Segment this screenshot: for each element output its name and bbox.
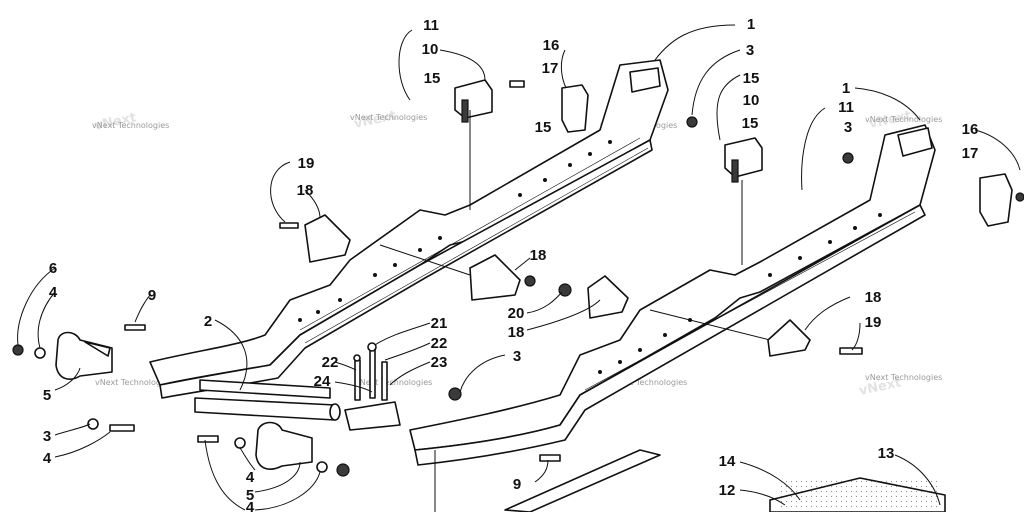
right-slide-rail — [409, 124, 936, 466]
callout-18: 18 — [297, 182, 314, 199]
callout-22: 22 — [431, 335, 448, 352]
callout-18: 18 — [530, 247, 547, 264]
leader-lines — [17, 24, 1021, 512]
callout-12: 12 — [719, 482, 736, 499]
watermark-text: vNext Technologies — [865, 373, 942, 382]
rail-holes — [298, 140, 612, 322]
rail-holes — [598, 213, 882, 374]
callout-3: 3 — [746, 42, 754, 59]
watermark-text: vNext Technologies — [865, 115, 942, 124]
callout-23: 23 — [431, 354, 448, 371]
callout-14: 14 — [719, 453, 736, 470]
left-slide-rail — [149, 59, 669, 399]
callout-19: 19 — [298, 155, 315, 172]
lower-track-parts — [504, 449, 946, 512]
callout-labels: 11 10 15 15 16 17 1 3 15 10 15 1 11 3 16… — [43, 16, 979, 512]
center-clamp-assembly — [344, 342, 401, 431]
callout-18: 18 — [865, 289, 882, 306]
watermark-text: vNext Technologies — [350, 113, 427, 122]
callout-3: 6 — [49, 260, 57, 277]
callout-16: 16 — [543, 37, 560, 54]
callout-22: 22 — [322, 354, 339, 371]
callout-17: 17 — [542, 60, 559, 77]
callout-16: 16 — [962, 121, 979, 138]
callout-15: 15 — [743, 70, 760, 87]
callout-17: 17 — [962, 145, 979, 162]
callout-2: 2 — [204, 313, 212, 330]
bracket-18-group — [304, 214, 811, 357]
callout-6: 4 — [43, 450, 52, 467]
watermark-text: vNext Technologies — [355, 378, 432, 387]
callout-4: 4 — [49, 284, 58, 301]
callout-3: 3 — [844, 119, 852, 136]
callout-10: 10 — [422, 41, 439, 58]
end-block-17a — [561, 84, 589, 133]
callout-3: 3 — [513, 348, 521, 365]
callout-24: 24 — [314, 373, 331, 390]
callout-21: 21 — [431, 315, 448, 332]
callout-11: 11 — [838, 99, 854, 116]
callout-13: 13 — [878, 445, 895, 462]
callout-9: 9 — [513, 476, 521, 493]
callout-20: 20 — [508, 305, 525, 322]
watermark-text: vNext Technologies — [95, 378, 172, 387]
callout-4: 3 — [43, 428, 51, 445]
callout-4: 4 — [246, 499, 255, 512]
callout-15: 15 — [742, 115, 759, 132]
callout-1: 1 — [747, 16, 755, 33]
slide-block-left-upper — [55, 331, 113, 380]
callout-15: 15 — [535, 119, 552, 136]
slide-block-right-upper — [454, 79, 493, 123]
slide-block-right-lower — [724, 137, 763, 183]
slide-block-left-lower — [255, 421, 313, 470]
callout-5: 5 — [246, 487, 254, 504]
callout-19: 19 — [865, 314, 882, 331]
end-block-17b — [979, 173, 1013, 227]
callout-1: 1 — [842, 80, 850, 97]
watermark-text: vNext Technologies — [610, 378, 687, 387]
cross-shafts — [194, 244, 791, 421]
watermark-text: vNext Technologies — [92, 121, 169, 130]
callout-10: 10 — [743, 92, 760, 109]
callout-15: 15 — [424, 70, 441, 87]
callout-9: 9 — [148, 287, 156, 304]
callout-5: 5 — [43, 387, 51, 404]
callout-18: 18 — [508, 324, 525, 341]
fasteners — [12, 80, 1024, 477]
callout-4: 4 — [246, 469, 255, 486]
callout-11: 11 — [423, 17, 439, 34]
